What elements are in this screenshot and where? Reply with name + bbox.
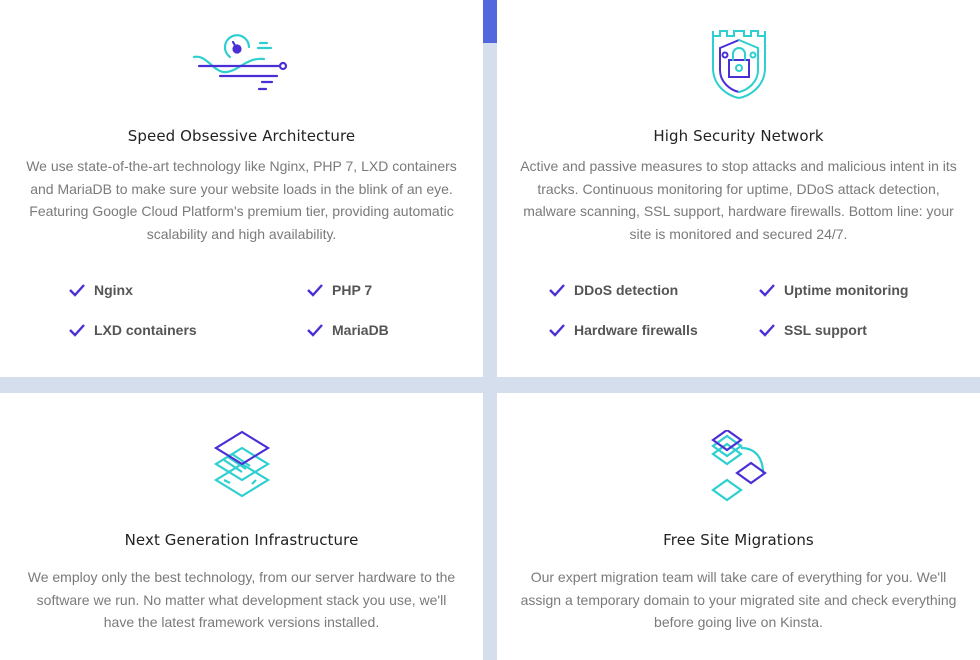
check-icon xyxy=(69,324,85,337)
feature-card-migrations: Free Site Migrations Our expert migratio… xyxy=(497,393,980,660)
feature-card-security: High Security Network Active and passive… xyxy=(497,0,980,377)
scrollbar-thumb[interactable] xyxy=(483,0,497,43)
card-description: We use state-of-the-art technology like … xyxy=(26,158,457,242)
card-title: Next Generation Infrastructure xyxy=(124,531,359,549)
card-description: We employ only the best technology, from… xyxy=(27,569,456,630)
feature-item: LXD containers xyxy=(68,322,197,338)
check-icon xyxy=(69,284,85,297)
card-description: Our expert migration team will take care… xyxy=(520,569,957,630)
feature-item: DDoS detection xyxy=(548,282,678,298)
check-icon xyxy=(307,324,323,337)
check-icon xyxy=(759,284,775,297)
feature-item: Nginx xyxy=(68,282,133,298)
layers-icon xyxy=(213,430,270,498)
feature-item: Uptime monitoring xyxy=(758,282,908,298)
shield-lock-icon xyxy=(711,30,766,100)
feature-item: MariaDB xyxy=(306,322,389,338)
migration-icon xyxy=(710,430,767,502)
check-icon xyxy=(307,284,323,297)
card-title: Speed Obsessive Architecture xyxy=(127,127,356,145)
feature-item: Hardware firewalls xyxy=(548,322,698,338)
speedometer-icon xyxy=(192,34,287,91)
check-icon xyxy=(759,324,775,337)
check-icon xyxy=(549,284,565,297)
check-icon xyxy=(549,324,565,337)
feature-item: PHP 7 xyxy=(306,282,372,298)
feature-item: SSL support xyxy=(758,322,867,338)
feature-card-speed: Speed Obsessive Architecture We use stat… xyxy=(0,0,483,377)
card-title: Free Site Migrations xyxy=(663,531,814,549)
card-title: High Security Network xyxy=(653,127,824,145)
card-description: Active and passive measures to stop atta… xyxy=(520,158,957,242)
feature-card-infrastructure: Next Generation Infrastructure We employ… xyxy=(0,393,483,660)
